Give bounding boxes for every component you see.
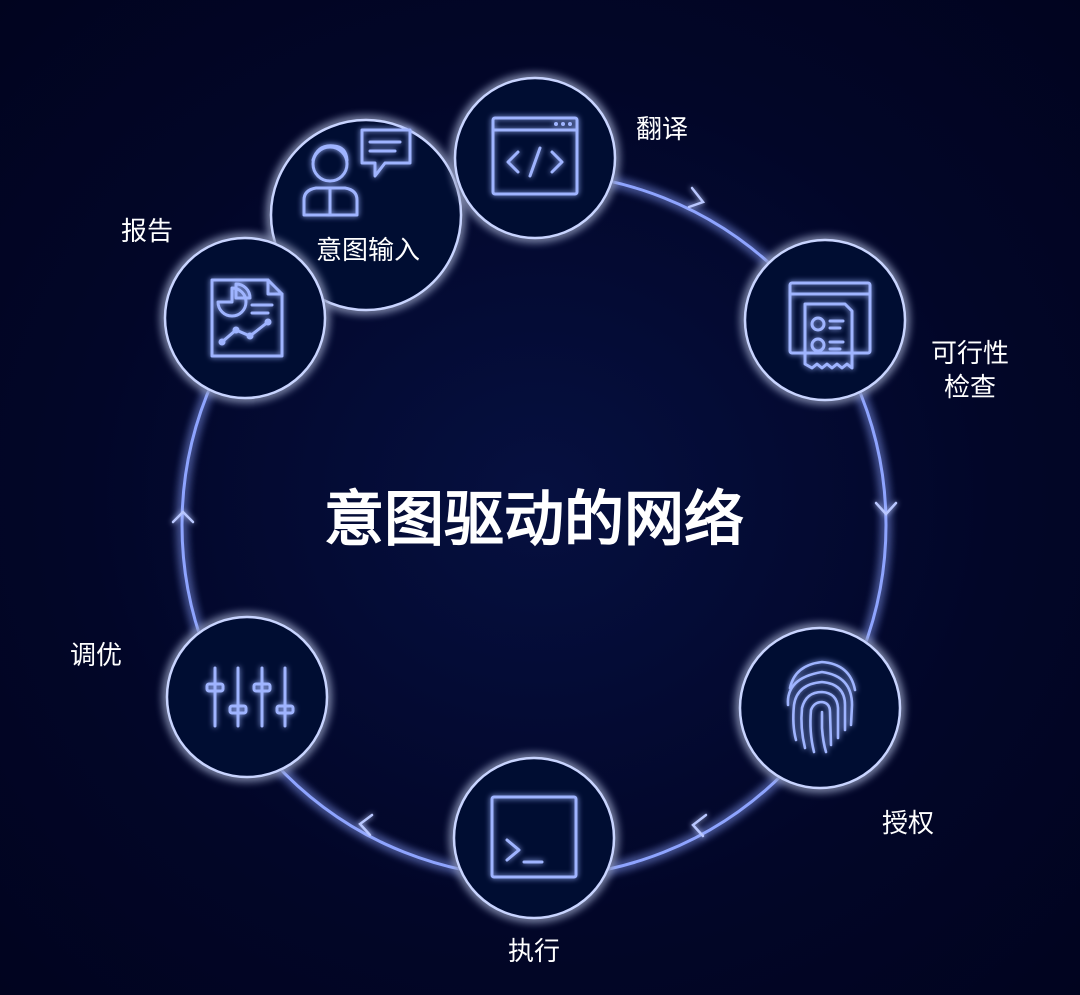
node-intent-input[interactable]: 意图输入 [269, 118, 463, 312]
flow-arrows [171, 186, 898, 838]
terminal-icon [490, 795, 578, 879]
node-ring [269, 118, 463, 312]
node-authorize[interactable]: 授权 [738, 626, 934, 839]
node-execute[interactable]: 执行 [452, 756, 616, 967]
node-label: 意图输入 [316, 236, 420, 266]
node-label: 翻译 [636, 115, 688, 145]
node-label-line2: 检查 [944, 373, 996, 403]
arrow-chevron-icon [691, 813, 708, 838]
code-window-icon [491, 116, 579, 196]
sliders-icon [205, 666, 295, 728]
node-label: 报告 [121, 217, 173, 247]
node-label-line1: 可行性 [931, 339, 1009, 369]
node-ring [452, 756, 616, 920]
node-translate[interactable]: 翻译 [453, 76, 688, 240]
node-tune[interactable]: 调优 [70, 615, 329, 779]
node-ring [163, 236, 327, 400]
node-label: 授权 [882, 809, 934, 839]
node-label: 调优 [70, 641, 122, 671]
node-ring [743, 238, 907, 402]
document-check-icon [788, 281, 872, 370]
node-ring [738, 626, 902, 790]
node-label: 执行 [508, 937, 560, 967]
report-chart-icon [210, 278, 284, 358]
arrow-chevron-icon [874, 501, 898, 516]
node-ring [165, 615, 329, 779]
arrow-chevron-icon [687, 186, 706, 209]
node-report[interactable]: 报告 [121, 217, 327, 400]
diagram-title: 意图驱动的网络 [324, 485, 744, 555]
arrow-chevron-icon [358, 813, 374, 837]
node-feasibility-check[interactable]: 可行性 检查 [743, 238, 1009, 403]
arrow-chevron-icon [171, 510, 195, 524]
fingerprint-icon [786, 660, 857, 754]
user-chat-icon [302, 128, 412, 217]
